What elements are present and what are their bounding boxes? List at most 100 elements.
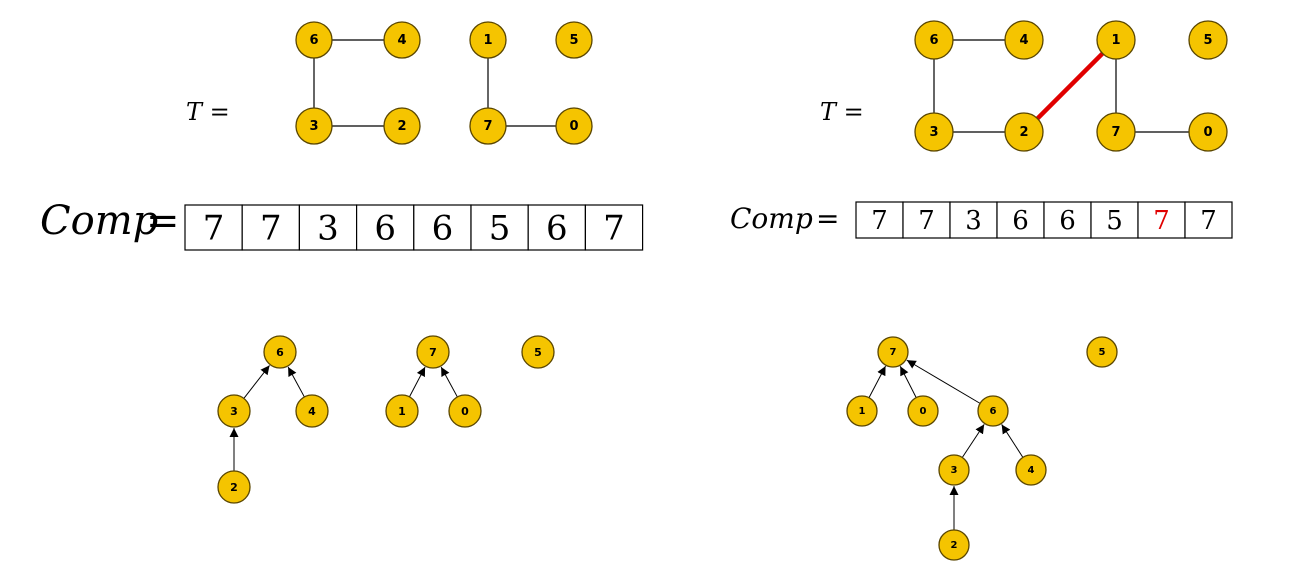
right-forest-node-6-label: 6 <box>990 406 997 417</box>
right-forest-node-7-label: 7 <box>890 347 897 358</box>
left-forest-node-1: 1 <box>385 394 419 428</box>
right-forest-node-3: 3 <box>938 454 970 486</box>
right-graph-node-2-circle <box>1004 112 1044 152</box>
left-graph-node-0-circle <box>555 107 593 145</box>
left-comp-cell-4 <box>413 204 472 251</box>
left-comp-cell-5 <box>470 204 529 251</box>
left-comp-cell-3 <box>356 204 415 251</box>
right-t-label: T = <box>820 98 864 126</box>
left-forest-node-6-label: 6 <box>276 346 284 359</box>
right-forest-arrow-4-to-6 <box>1001 424 1024 458</box>
left-graph-node-7-label: 7 <box>483 119 492 134</box>
right-graph-edge-2-1-highlighted <box>1035 51 1105 121</box>
left-forest-node-6: 6 <box>263 335 297 369</box>
left-forest-node-5-circle <box>521 335 555 369</box>
right-graph-node-6-label: 6 <box>929 33 938 48</box>
left-forest-arrow-1-to-7 <box>408 366 426 398</box>
right-graph-node-6-circle <box>914 20 954 60</box>
right-forest-arrow-0-to-7 <box>899 366 917 398</box>
left-comp-label: Comp <box>40 198 158 244</box>
right-comp-cell-2 <box>949 201 998 239</box>
right-graph-node-0-label: 0 <box>1203 125 1212 140</box>
left-comp-cell-2 <box>298 204 358 251</box>
left-forest-node-2-label: 2 <box>230 481 238 494</box>
right-forest-node-2: 2 <box>938 529 970 561</box>
left-graph-node-2-circle <box>383 107 421 145</box>
left-comp-value-1: 7 <box>260 209 282 249</box>
right-forest-node-7-circle <box>877 336 909 368</box>
right-comp-value-0: 7 <box>871 206 888 236</box>
left-comp-value-7: 7 <box>603 209 625 249</box>
left-graph-node-2: 2 <box>383 107 421 145</box>
right-forest-node-6: 6 <box>977 395 1009 427</box>
left-graph-node-7: 7 <box>469 107 507 145</box>
left-forest-arrow-0-to-7 <box>440 366 458 398</box>
right-forest-node-5-label: 5 <box>1099 347 1106 358</box>
right-forest-node-0-label: 0 <box>920 406 927 417</box>
right-forest-node-4: 4 <box>1015 454 1047 486</box>
left-graph-node-5-circle <box>555 21 593 59</box>
left-graph-node-6: 6 <box>295 21 333 59</box>
right-forest-arrow-1-to-7 <box>868 365 887 398</box>
left-forest-node-3: 3 <box>217 394 251 428</box>
left-forest-node-3-circle <box>217 394 251 428</box>
left-forest-node-1-label: 1 <box>398 405 406 418</box>
left-t-label: T = <box>186 98 230 126</box>
right-graph-node-1-label: 1 <box>1111 33 1120 48</box>
right-graph-node-3-circle <box>914 112 954 152</box>
right-comp-value-5: 5 <box>1106 206 1123 236</box>
left-comp-equals: = <box>146 198 180 244</box>
left-graph-node-0-label: 0 <box>569 119 578 134</box>
right-graph-node-4-label: 4 <box>1019 33 1028 48</box>
left-forest-node-3-label: 3 <box>230 405 238 418</box>
left-graph-node-5: 5 <box>555 21 593 59</box>
left-graph-node-3-label: 3 <box>309 119 318 134</box>
right-forest-node-3-circle <box>938 454 970 486</box>
left-forest-node-4-circle <box>295 394 329 428</box>
right-comp-cell-5 <box>1090 201 1139 239</box>
right-graph-node-3-label: 3 <box>929 125 938 140</box>
left-graph-node-3: 3 <box>295 107 333 145</box>
right-comp-equals: = <box>816 202 839 235</box>
left-forest-arrow-4-to-6 <box>287 366 305 398</box>
right-forest-node-0: 0 <box>907 395 939 427</box>
right-graph-node-5: 5 <box>1188 20 1228 60</box>
right-forest-node-2-circle <box>938 529 970 561</box>
right-comp-value-3: 6 <box>1012 206 1029 236</box>
left-forest-node-5: 5 <box>521 335 555 369</box>
right-graph-node-4-circle <box>1004 20 1044 60</box>
left-graph-node-3-circle <box>295 107 333 145</box>
left-graph-node-0: 0 <box>555 107 593 145</box>
right-graph-node-5-label: 5 <box>1203 33 1212 48</box>
right-comp-value-1: 7 <box>918 206 935 236</box>
right-comp-label: Comp <box>730 202 813 235</box>
right-graph-node-0: 0 <box>1188 112 1228 152</box>
left-forest-node-2: 2 <box>217 470 251 504</box>
left-comp-cell-1 <box>241 204 300 251</box>
left-graph-node-4: 4 <box>383 21 421 59</box>
left-forest-node-7-circle <box>416 335 450 369</box>
left-forest-node-4-label: 4 <box>308 405 316 418</box>
right-graph-node-6: 6 <box>914 20 954 60</box>
right-graph-node-1: 1 <box>1096 20 1136 60</box>
left-graph-node-2-label: 2 <box>397 119 406 134</box>
right-forest-node-5: 5 <box>1086 336 1118 368</box>
right-forest-arrow-3-to-6 <box>961 424 985 458</box>
left-comp-cell-6 <box>527 204 587 251</box>
right-graph-node-0-circle <box>1188 112 1228 152</box>
right-comp-cell-7 <box>1184 201 1233 239</box>
left-graph-node-4-circle <box>383 21 421 59</box>
left-comp-value-2: 3 <box>317 209 339 249</box>
right-forest-node-3-label: 3 <box>951 465 958 476</box>
left-forest-node-0: 0 <box>448 394 482 428</box>
right-forest-node-2-label: 2 <box>951 540 958 551</box>
right-forest-node-6-circle <box>977 395 1009 427</box>
left-graph-node-1-circle <box>469 21 507 59</box>
